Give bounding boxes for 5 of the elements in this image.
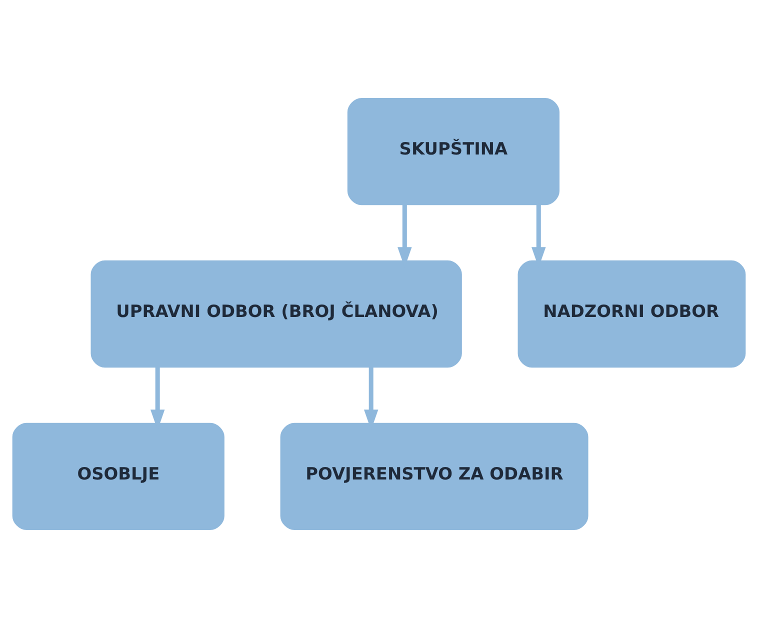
node-box: OSOBLJE xyxy=(12,422,224,530)
node-box: NADZORNI ODBOR xyxy=(518,260,746,368)
node-box: SKUPŠTINA xyxy=(347,98,560,206)
node-box: POVJERENSTVO ZA ODABIR xyxy=(280,422,588,530)
node-box: UPRAVNI ODBOR (BROJ ČLANOVA) xyxy=(90,260,462,368)
